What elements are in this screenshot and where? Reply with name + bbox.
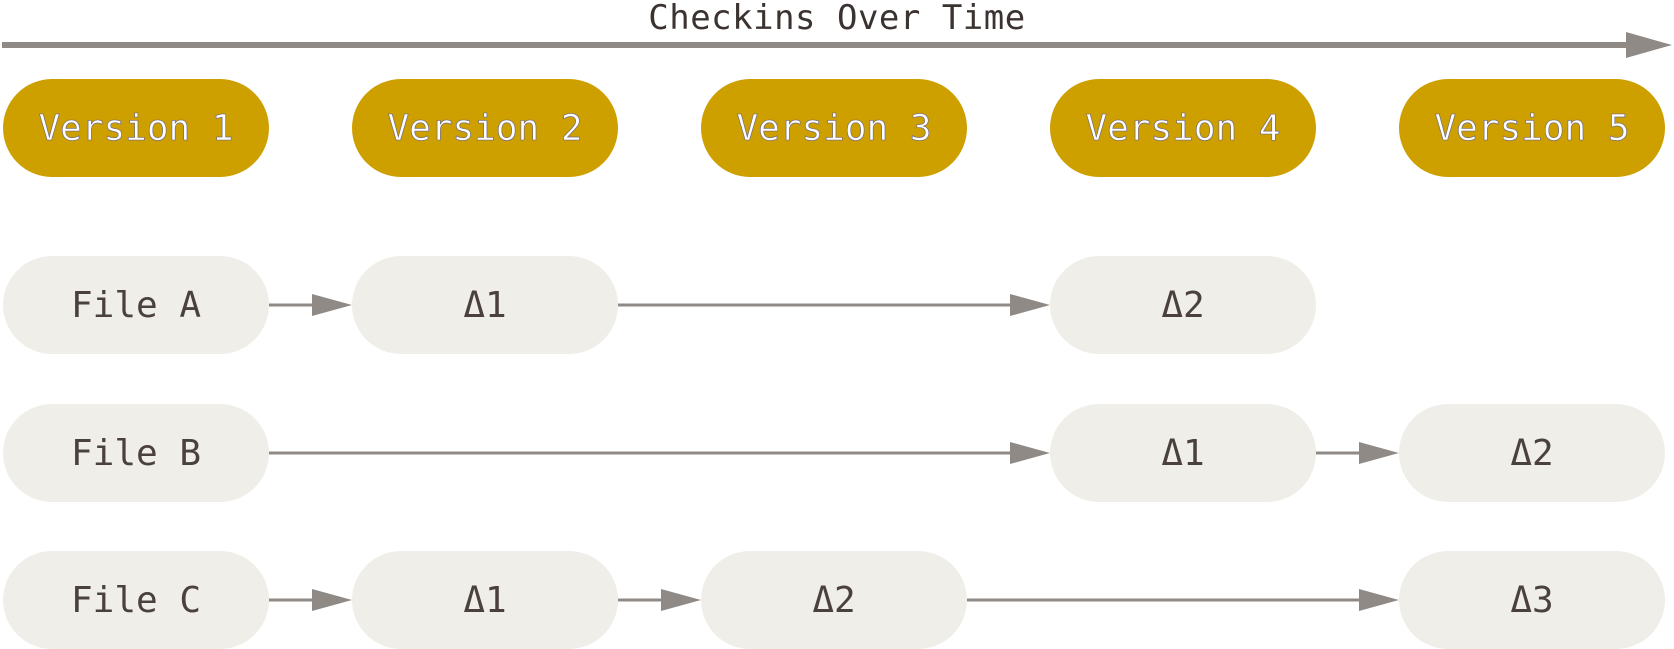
version-1-pill-label: Version 1 [38,107,234,149]
version-4-pill-label: Version 4 [1085,107,1281,149]
file-c-box-label: File C [70,579,202,621]
file-c-arrow-1-head [312,589,352,611]
file-a-delta-2-box: Δ2 [1050,256,1316,354]
file-c-delta-3-box: Δ3 [1399,551,1665,649]
version-3-pill: Version 3 [701,79,967,177]
version-1-pill: Version 1 [3,79,269,177]
timeline-title: Checkins Over Time [648,0,1026,38]
file-b-delta-2-box-label: Δ2 [1510,432,1554,474]
version-3-pill-label: Version 3 [736,107,932,149]
file-c-box: File C [3,551,269,649]
file-c-delta-1-box: Δ1 [352,551,618,649]
file-c-arrow-3-head [1359,589,1399,611]
file-a-arrow-1-head [312,294,352,316]
file-b-box: File B [3,404,269,502]
file-b-box-label: File B [70,432,202,474]
file-b-delta-1-box-label: Δ1 [1161,432,1205,474]
file-a-delta-2-box-label: Δ2 [1161,284,1205,326]
version-2-pill-label: Version 2 [387,107,583,149]
file-a-box: File A [3,256,269,354]
file-a-delta-1-box-label: Δ1 [463,284,507,326]
version-2-pill: Version 2 [352,79,618,177]
file-b-delta-1-box: Δ1 [1050,404,1316,502]
file-a-arrow-2-head [1010,294,1050,316]
file-b-arrow-2-head [1359,442,1399,464]
file-c-delta-2-box-label: Δ2 [812,579,856,621]
file-a-delta-1-box: Δ1 [352,256,618,354]
version-5-pill-label: Version 5 [1434,107,1630,149]
file-a-box-label: File A [70,284,202,326]
file-c-arrow-2-head [661,589,701,611]
file-b-arrow-1-head [1010,442,1050,464]
timeline-arrowhead [1626,32,1672,58]
version-4-pill: Version 4 [1050,79,1316,177]
file-c-delta-3-box-label: Δ3 [1510,579,1554,621]
file-c-delta-2-box: Δ2 [701,551,967,649]
file-b-delta-2-box: Δ2 [1399,404,1665,502]
version-5-pill: Version 5 [1399,79,1665,177]
file-c-delta-1-box-label: Δ1 [463,579,507,621]
